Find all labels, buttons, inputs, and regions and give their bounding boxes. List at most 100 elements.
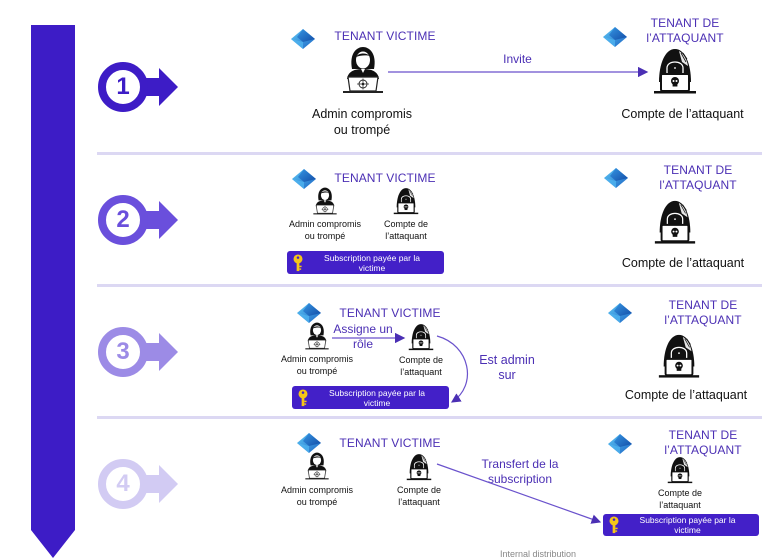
attacker-caption-line: Compte de xyxy=(657,488,703,498)
victim-caption-line: Admin compromis xyxy=(311,107,413,121)
inner-attacker-caption: Compte de l’attaquant xyxy=(388,485,450,508)
victim-paid-subscription: Subscription payée par la victime xyxy=(603,514,759,536)
subscription-line: Subscription payée par la xyxy=(324,252,420,263)
admin-user-laptop-icon xyxy=(303,451,331,481)
attacker-tenant-label: TENANT DE l’ATTAQUANT xyxy=(648,163,748,193)
is-admin-on-line: Est admin xyxy=(479,353,535,367)
victim-caption-line: ou trompé xyxy=(304,230,346,241)
step-separator xyxy=(97,284,762,287)
attacker-tenant-line: TENANT DE xyxy=(668,428,738,442)
attacker-caption-line: l’attaquant xyxy=(659,499,701,510)
transfer-subscription-line: Transfert de la xyxy=(481,457,559,471)
step-number: 4 xyxy=(116,470,130,497)
step-badge-4: 4 xyxy=(97,458,183,510)
attacker-tenant-label: TENANT DE l’ATTAQUANT xyxy=(653,298,753,328)
attacker-caption: Compte de l’attaquant xyxy=(621,107,744,121)
hacker-laptop-icon xyxy=(651,46,699,96)
subscription-label: Subscription payée par la victime xyxy=(306,253,444,273)
attacker-tenant-line: l’ATTAQUANT xyxy=(664,443,742,457)
inner-attacker-caption-line: l’attaquant xyxy=(385,230,427,241)
key-icon xyxy=(606,516,622,534)
step-separator xyxy=(97,152,762,155)
victim-paid-subscription: Subscription payée par la victime xyxy=(287,251,444,274)
step-badge-2: 2 xyxy=(97,194,183,246)
invite-label: Invite xyxy=(503,52,532,66)
inner-attacker-caption-line: Compte de xyxy=(396,485,442,495)
step-badge-3: 3 xyxy=(97,326,183,378)
hacker-laptop-icon xyxy=(407,322,435,352)
step-arrow-icon xyxy=(98,195,178,245)
victim-caption-line: ou trompé xyxy=(296,365,338,376)
attacker-caption: Compte de l’attaquant xyxy=(621,256,745,270)
victim-tenant-label: TENANT VICTIME xyxy=(339,436,441,450)
attacker-tenant-line: l’ATTAQUANT xyxy=(646,31,724,45)
subscription-line: victime xyxy=(363,397,391,408)
victim-caption-line: Admin compromis xyxy=(280,485,354,495)
admin-user-laptop-icon xyxy=(303,321,331,351)
footer-classification: Internal distribution xyxy=(500,549,577,559)
victim-caption-line: Admin compromis xyxy=(288,219,362,229)
attacker-caption: Compte de l’attaquant xyxy=(648,488,712,511)
hacker-laptop-icon xyxy=(652,198,698,246)
victim-tenant-label: TENANT VICTIME xyxy=(334,171,436,185)
step-number: 2 xyxy=(116,206,130,233)
step-badge-1: 1 xyxy=(97,61,183,113)
azure-entra-icon xyxy=(602,26,628,48)
inner-attacker-caption: Compte de l’attaquant xyxy=(390,355,452,378)
inner-attacker-caption-line: Compte de xyxy=(398,355,444,365)
attacker-caption: Compte de l’attaquant xyxy=(624,388,748,402)
is-admin-on-line: sur xyxy=(498,368,516,382)
inner-attacker-caption-line: Compte de xyxy=(383,219,429,229)
hacker-laptop-icon xyxy=(666,455,694,485)
step-number: 3 xyxy=(116,338,130,365)
key-icon xyxy=(295,389,311,407)
attacker-tenant-label: TENANT DE l’ATTAQUANT xyxy=(653,428,753,458)
azure-entra-icon xyxy=(603,167,629,189)
victim-tenant-label: TENANT VICTIME xyxy=(334,29,436,43)
key-icon xyxy=(290,254,306,272)
azure-entra-icon xyxy=(290,28,316,50)
is-admin-on-label: Est admin sur xyxy=(470,353,544,383)
attacker-tenant-label: TENANT DE l’ATTAQUANT xyxy=(635,16,735,46)
inner-attacker-caption-line: l’attaquant xyxy=(398,496,440,507)
azure-entra-icon xyxy=(607,302,633,324)
subscription-line: victime xyxy=(358,262,386,273)
victim-caption: Admin compromis ou trompé xyxy=(282,219,368,242)
attacker-tenant-line: TENANT DE xyxy=(663,163,733,177)
victim-tenant-label: TENANT VICTIME xyxy=(339,306,441,320)
transfer-subscription-line: subscription xyxy=(487,472,553,486)
step-number: 1 xyxy=(116,73,130,100)
subscription-label: Subscription payée par la victime xyxy=(311,388,449,408)
attacker-tenant-line: TENANT DE xyxy=(668,298,738,312)
step-arrow-icon xyxy=(98,459,178,509)
azure-entra-icon xyxy=(607,433,633,455)
victim-caption: Admin compromis ou trompé xyxy=(274,354,360,377)
victim-caption-line: ou trompé xyxy=(296,496,338,507)
admin-user-laptop-icon xyxy=(339,45,387,95)
step-separator xyxy=(97,416,762,419)
subscription-line: Subscription payée par la xyxy=(639,515,736,525)
assign-role-line: rôle xyxy=(352,337,373,351)
victim-caption: Admin compromis ou trompé xyxy=(274,485,360,508)
step-arrow-icon xyxy=(98,327,178,377)
admin-user-laptop-icon xyxy=(311,186,339,216)
step-arrow-icon xyxy=(98,62,178,112)
assign-role-line: Assigne un xyxy=(333,322,393,336)
hacker-laptop-icon xyxy=(405,452,433,482)
attacker-tenant-line: l’ATTAQUANT xyxy=(664,313,742,327)
victim-caption-line: Admin compromis xyxy=(280,354,354,364)
inner-attacker-caption: Compte de l’attaquant xyxy=(375,219,437,242)
victim-paid-subscription: Subscription payée par la victime xyxy=(292,386,449,409)
inner-attacker-caption-line: l’attaquant xyxy=(400,366,442,377)
assign-role-label: Assigne un rôle xyxy=(330,322,396,352)
attacker-tenant-line: l’ATTAQUANT xyxy=(659,178,737,192)
victim-caption-line: ou trompé xyxy=(333,123,391,137)
victim-caption: Admin compromis ou trompé xyxy=(300,106,424,138)
attacker-tenant-line: TENANT DE xyxy=(650,16,720,30)
hacker-laptop-icon xyxy=(656,332,702,380)
subscription-label: Subscription payée par la victime xyxy=(622,515,759,535)
hacker-laptop-icon xyxy=(392,186,420,216)
timeline-arrow xyxy=(31,25,75,558)
subscription-line: Subscription payée par la xyxy=(329,387,425,398)
transfer-subscription-label: Transfert de la subscription xyxy=(472,457,568,487)
